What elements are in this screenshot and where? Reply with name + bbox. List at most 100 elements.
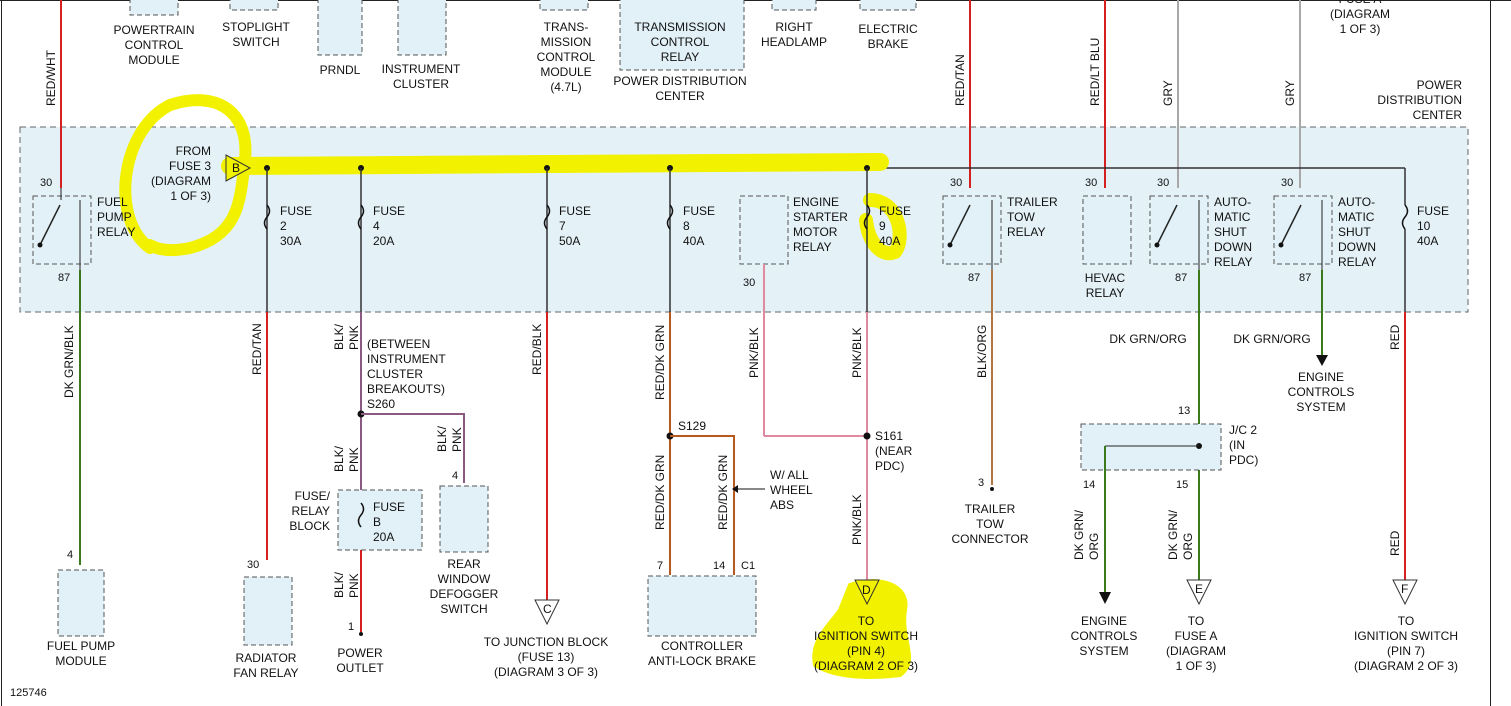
wire-red-label-2: RED [1388,530,1402,556]
jc2-pin13: 13 [1178,405,1190,417]
starter-relay-box [739,195,789,265]
highlight-circle [119,94,252,257]
trailer-relay-box [942,195,1002,265]
asd1-switch-arm [1156,204,1178,246]
fuse9-symbol [863,204,871,230]
connector-e [1186,579,1212,606]
fp-pin30: 30 [40,177,52,189]
abs-c1: C1 [741,560,755,572]
asd1-switch-pivot [1154,242,1160,248]
wire-red-dk-grn-label-3: RED/DK GRN [716,455,730,530]
highlight-ignition [812,579,911,679]
wire-red-wht-label: RED/WHT [44,49,58,106]
wire-blk-pnk-label-3: BLK/PNK [332,445,361,472]
highlight-fuse9 [859,193,907,261]
rfr-pin30: 30 [247,559,259,571]
tt-switch-pivot [947,242,953,248]
s260-label: S260 [367,397,395,411]
asd1-pin30: 30 [1157,177,1169,189]
fp-switch-arm [39,204,61,246]
fp-pin87: 87 [58,272,70,284]
tt-conn-pin3: 3 [978,477,984,489]
hevac-pin30: 30 [1085,177,1097,189]
defogger-box [439,485,489,553]
wire-s129-abs [670,435,735,575]
wire-gry-1-label: GRY [1161,80,1175,106]
pcm-box [129,0,179,16]
connector-b-label: B [232,161,240,175]
fpm-pin4: 4 [67,549,73,561]
connector-e-label: E [1195,582,1203,596]
asd1-wire-label: DK GRN/ORG [1109,332,1186,346]
fuse2-symbol [263,204,271,230]
fuse7-symbol [543,204,551,230]
outlet-terminal [359,632,363,636]
tcm-box [539,0,589,11]
hevac-relay-box [1082,195,1132,265]
abs-controller-box [647,575,757,637]
ecs-right-arrow [1316,355,1328,366]
pdc-top-box [619,0,745,71]
fuse8-symbol [666,204,674,230]
asd1-relay-box [1149,195,1209,265]
stoplight-box [229,0,279,11]
wire-blk-pnk-label-2: BLK/PNK [435,425,464,452]
asd2-pin30: 30 [1281,177,1293,189]
wire-red-label-1: RED [1388,324,1402,350]
tt-conn-terminal [990,487,994,491]
highlight-bus [221,153,889,175]
asd2-relay-box [1273,195,1333,265]
fuse-relay-block-box [337,489,423,551]
fp-switch-pivot [37,242,43,248]
prndl-box [317,0,363,56]
defog-pin4: 4 [452,470,458,482]
asd1-pin87: 87 [1175,272,1187,284]
tt-pin87: 87 [968,272,980,284]
wire-pnk-blk-label: PNK/BLK [850,327,864,378]
wire-blk-org-label: BLK/ORG [975,325,989,378]
wire-dk-grn-org-fusea-label: DK GRN/ORG [1166,509,1195,560]
jc2-pin15: 15 [1176,479,1188,491]
electric-brake-box [859,0,917,11]
connector-c [534,599,560,626]
wire-red-dk-grn-label-2: RED/DK GRN [653,455,667,530]
wire-s260-defogger [361,413,465,483]
wire-red-lt-blu-label: RED/LT BLU [1088,38,1102,106]
wire-red-tan-label: RED/TAN [250,323,264,375]
s161-dot [863,432,871,440]
connector-f-label: F [1401,582,1408,596]
wire-gry-2-label: GRY [1283,80,1297,106]
wire-pnk-blk-label-2: PNK/BLK [850,494,864,545]
tt-switch-arm [949,204,971,246]
prndl-label: PRNDL [320,63,361,77]
cluster-box [397,0,447,56]
connector-f [1392,579,1418,606]
abs-pin7: 7 [657,560,663,572]
ecs-left-arrow [1099,592,1111,604]
